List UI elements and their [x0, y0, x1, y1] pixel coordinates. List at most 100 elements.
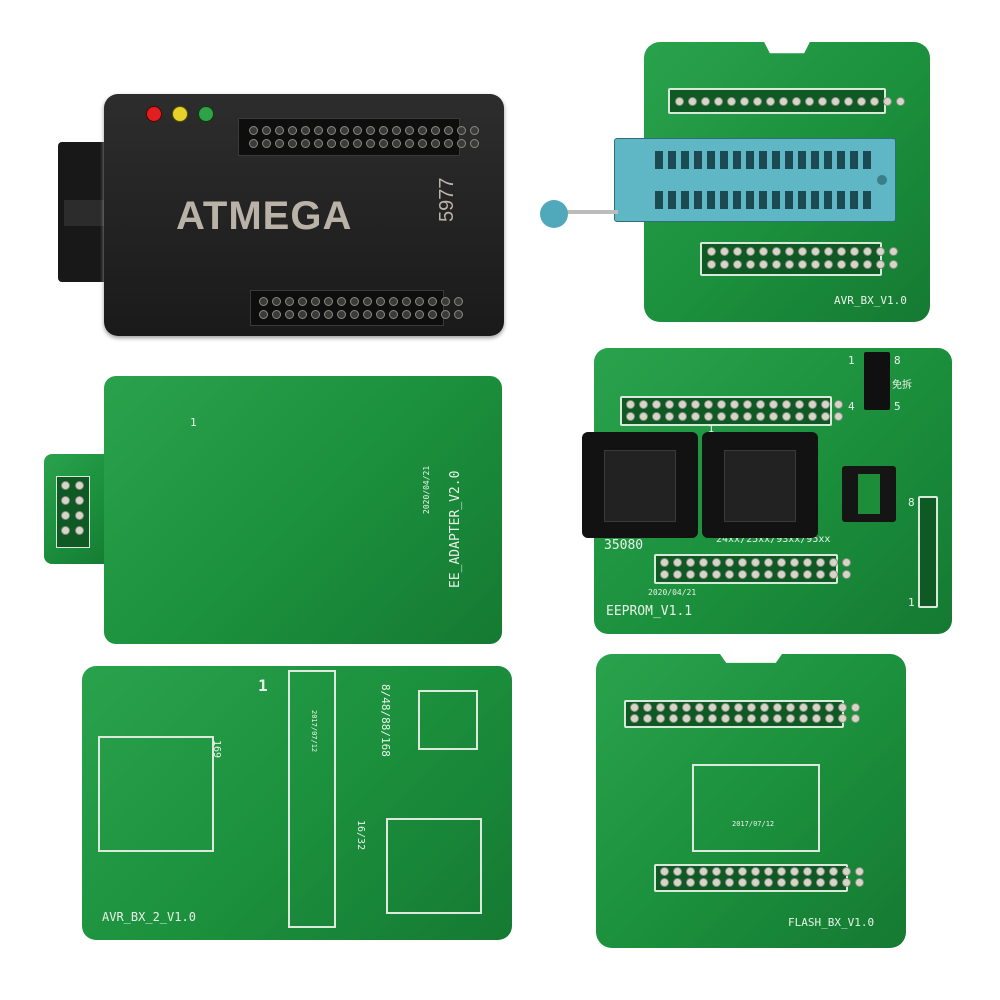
header-pin [712, 558, 721, 567]
date-label: 2017/07/12 [310, 710, 318, 753]
header-pin [829, 558, 838, 567]
chip2-label: 8/48/88/168 [379, 684, 392, 757]
board-label: AVR_BX_2_V1.0 [102, 910, 196, 924]
header-pin [824, 247, 833, 256]
atmega-adapter: ATMEGA 5977 [58, 88, 508, 338]
chips-label: 24xx/25xx/93xx/95xx [716, 534, 831, 545]
header-pin [691, 400, 700, 409]
header-pin [630, 714, 639, 723]
header-pin [630, 703, 639, 712]
header-pin [764, 867, 773, 876]
header-pin [61, 496, 70, 505]
tsop-outline [692, 764, 820, 852]
header-pin [405, 126, 414, 135]
header-pin [842, 867, 851, 876]
header-pin [825, 714, 834, 723]
header-pin [259, 310, 268, 319]
header-pin [883, 97, 892, 106]
header-pin [311, 310, 320, 319]
socket-slot-top [655, 151, 875, 169]
board-label: AVR_BX_V1.0 [834, 294, 907, 307]
header-pin [444, 139, 453, 148]
header-pin [301, 139, 310, 148]
header-side [918, 496, 938, 608]
header-pin [652, 400, 661, 409]
date-label: 2020/04/21 [648, 588, 697, 597]
header-pin [75, 481, 84, 490]
header-pin [699, 570, 708, 579]
header-pin [751, 570, 760, 579]
header-pin [738, 867, 747, 876]
header-pin [688, 97, 697, 106]
header-pin [756, 412, 765, 421]
header-pin [725, 558, 734, 567]
side-8: 8 [908, 496, 915, 509]
header-pin [712, 570, 721, 579]
header-pin [721, 703, 730, 712]
header-pin [418, 126, 427, 135]
header-pin [337, 297, 346, 306]
header-pin [805, 97, 814, 106]
header-pin [262, 126, 271, 135]
header-pin [782, 400, 791, 409]
header-pin [708, 703, 717, 712]
header-pin [829, 878, 838, 887]
header-pin [777, 867, 786, 876]
header-pin [431, 139, 440, 148]
code-label: 5977 [436, 177, 458, 223]
header-pin [314, 126, 323, 135]
header-pin [798, 247, 807, 256]
chip1-label: 169 [211, 740, 222, 759]
header-pin [730, 412, 739, 421]
header-top [620, 396, 843, 426]
header-pin [798, 260, 807, 269]
header-pin [249, 139, 258, 148]
header-pin [695, 703, 704, 712]
header-pin [818, 97, 827, 106]
header-pin [682, 714, 691, 723]
header-pin [415, 297, 424, 306]
header-pin [759, 260, 768, 269]
header-pin [691, 412, 700, 421]
header-pin [340, 126, 349, 135]
header-pin [457, 139, 466, 148]
chip3-label: 16/32 [355, 820, 366, 851]
header-pin [314, 139, 323, 148]
header-pin [734, 703, 743, 712]
header-pin [470, 126, 479, 135]
header-pin [350, 310, 359, 319]
header-pin [470, 139, 479, 148]
header-pin [75, 496, 84, 505]
header-pin [712, 878, 721, 887]
header-pin [686, 867, 695, 876]
header-pin [803, 558, 812, 567]
header-pin [402, 310, 411, 319]
header-pin [896, 97, 905, 106]
header-pin [782, 412, 791, 421]
header-pin [353, 139, 362, 148]
header-pin [457, 126, 466, 135]
pin-br: 5 [894, 400, 901, 413]
soic-socket-left [582, 432, 698, 538]
header-pin [812, 714, 821, 723]
header-pin [324, 297, 333, 306]
header-pin [764, 558, 773, 567]
header-pin [379, 139, 388, 148]
header-pin [851, 714, 860, 723]
header-top [668, 88, 905, 114]
header-pin [454, 297, 463, 306]
board-label: EEPROM_V1.1 [606, 604, 693, 619]
header-pin [704, 412, 713, 421]
header-pin [816, 878, 825, 887]
header-pin [454, 310, 463, 319]
jumper-header [864, 352, 890, 410]
header-pin [75, 526, 84, 535]
header-pin [366, 126, 375, 135]
zif-lever-knob [540, 200, 568, 228]
header-pin [795, 412, 804, 421]
header-pin [673, 570, 682, 579]
header-pin [727, 97, 736, 106]
header-pin [837, 260, 846, 269]
header-pin [428, 297, 437, 306]
ee-adapter-board: 1 EE_ADAPTER_V2.0 2020/04/21 [104, 376, 502, 644]
